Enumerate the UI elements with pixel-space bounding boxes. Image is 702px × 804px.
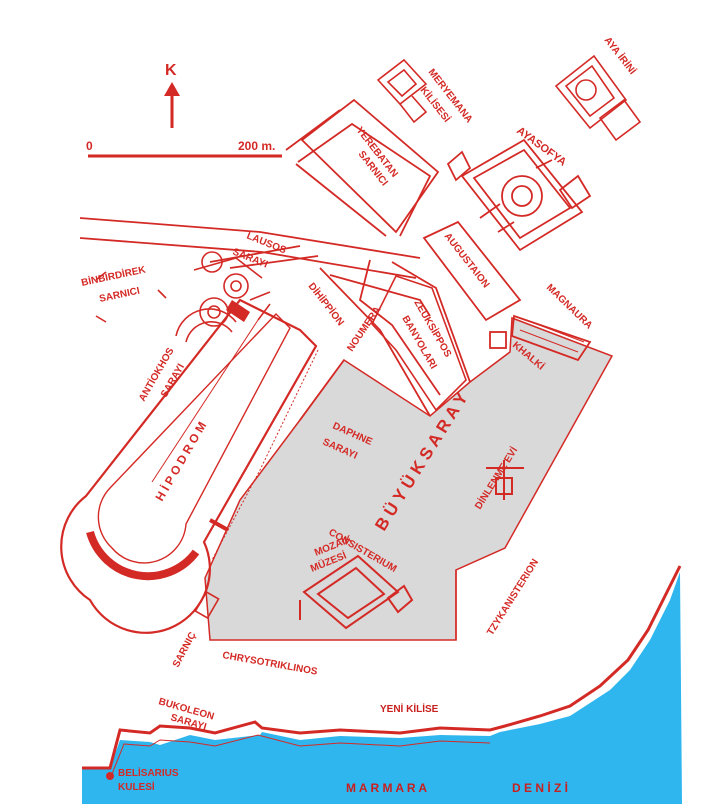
label-binbirdirek-2: SARNICI: [98, 286, 141, 305]
label-belisarius-2: KULESİ: [118, 780, 155, 793]
streets: [79, 109, 471, 421]
compass-letter: K: [165, 62, 177, 79]
zeuksippos-baths: [371, 275, 467, 412]
label-yeni-kilise: YENİ KİLİSE: [380, 702, 439, 715]
sarnic-cistern: [194, 590, 220, 620]
north-arrow: K: [164, 62, 180, 128]
marmara-sea: [82, 572, 682, 804]
label-augustaion: AUGUSTAION: [442, 231, 492, 290]
label-aya-irini: AYA İRİNİ: [602, 34, 640, 77]
ayasofya: [446, 138, 592, 252]
hippodrome: [60, 298, 318, 634]
label-magnaura: MAGNAURA: [544, 282, 594, 331]
dotted-boundary: [211, 349, 319, 561]
label-denizi: D E N İ Z İ: [512, 780, 568, 795]
lausos-antiokhos-complex: [95, 251, 271, 343]
label-belisarius: BELİSARIUS: [118, 766, 179, 779]
aya-irini: [554, 54, 642, 142]
dinlenme-evi: [486, 460, 524, 500]
mozaik-museum: [299, 554, 414, 630]
label-tzykanisterion: TZYKANISTERION: [485, 557, 541, 637]
label-sarnic: SARNIÇ: [171, 630, 199, 669]
scale-bar: 0 200 m.: [86, 139, 282, 158]
augustaion: [422, 220, 522, 322]
magnaura-khalki: [489, 314, 592, 362]
sea-walls-inner: [111, 734, 491, 775]
meryemana-church: [376, 58, 428, 124]
scale-start: 0: [86, 139, 93, 153]
label-dihippion: DİHİPPİON: [306, 280, 348, 328]
belisarius-tower: [106, 772, 114, 780]
sea-walls: [82, 565, 682, 770]
label-hipodrom: H İ P O D R O M: [152, 419, 210, 504]
label-chrysotriklinos: CHRYSOTRIKLINOS: [221, 650, 318, 678]
scale-end: 200 m.: [238, 139, 275, 153]
label-marmara: M A R M A R A: [346, 781, 427, 795]
yerebatan-cistern: [300, 98, 440, 234]
